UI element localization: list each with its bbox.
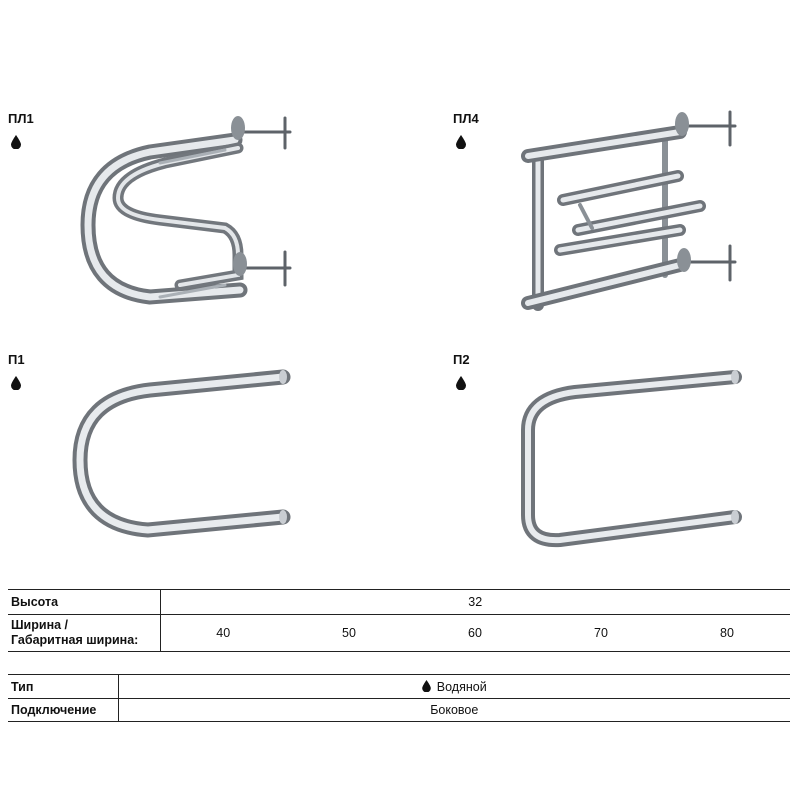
spec-table-dimensions: Высота 32 Ширина / Габаритная ширина: 40… — [8, 589, 790, 652]
spec-row-type: Тип Водяной — [8, 674, 790, 699]
spec-value-width-60: 60 — [468, 626, 482, 640]
spec-value-type: Водяной — [436, 679, 487, 694]
product-label-pl1: ПЛ1 — [8, 111, 34, 126]
water-drop-icon — [422, 680, 431, 692]
spec-value-width-40: 40 — [159, 614, 286, 652]
spec-value-width-50: 50 — [342, 626, 356, 640]
product-label-p2: П2 — [453, 352, 470, 367]
spec-value-width-70: 70 — [594, 626, 608, 640]
spec-label-connection: Подключение — [11, 703, 97, 717]
spec-label-width-line2: Габаритная ширина: — [11, 633, 139, 647]
spec-value-connection: Боковое — [117, 698, 790, 722]
spec-row-height: Высота 32 — [8, 589, 790, 615]
spec-label-type: Тип — [11, 679, 34, 694]
spec-label-width: Ширина / Габаритная ширина: — [8, 615, 160, 652]
spec-table-type: Тип Водяной Подключение Боковое — [8, 674, 790, 722]
spec-label-width-line1: Ширина / — [11, 618, 69, 632]
spec-value-height: 32 — [159, 589, 790, 615]
spec-row-width: Ширина / Габаритная ширина: 40 50 60 70 … — [8, 614, 790, 652]
spec-row-connection: Подключение Боковое — [8, 698, 790, 722]
product-label-pl4: ПЛ4 — [453, 111, 479, 126]
product-label-p1: П1 — [8, 352, 25, 367]
spec-value-width-80: 80 — [720, 626, 734, 640]
spec-value-type-cell: Водяной — [117, 674, 790, 699]
spec-label-height: Высота — [11, 595, 59, 609]
